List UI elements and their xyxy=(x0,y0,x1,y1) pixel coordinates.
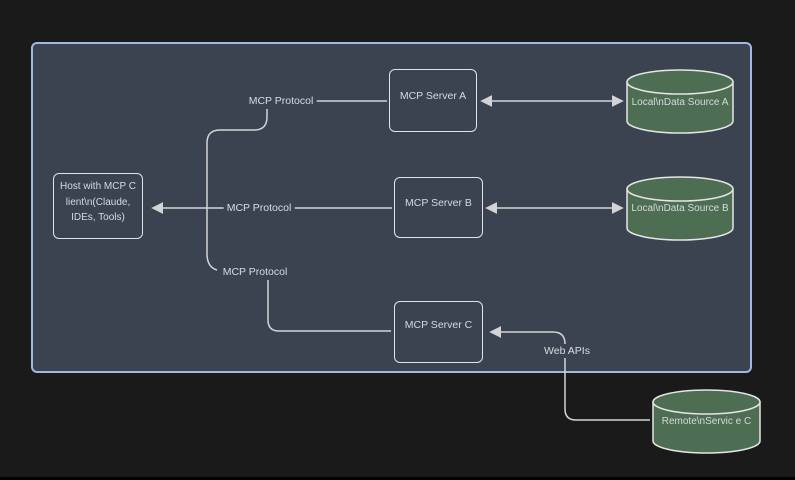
local-data-source-b-label-line2: Source B xyxy=(687,203,729,214)
edge-trunk xyxy=(206,109,268,271)
bottom-letterbox-bar xyxy=(0,477,795,480)
edge-label-mcp-protocol-a: MCP Protocol xyxy=(245,94,317,108)
remote-service-c-label-line1: Remote\nServic xyxy=(661,416,733,427)
mcp-server-b-label: MCP Server B xyxy=(405,197,472,209)
mcp-server-a-node: MCP Server A xyxy=(389,69,477,132)
remote-service-c-label-line2: e C xyxy=(735,416,752,427)
host-node-label-line2: lient\n(Claude, xyxy=(65,196,131,208)
host-node-label-line3: IDEs, Tools) xyxy=(71,212,125,223)
database-cylinder-icon-b xyxy=(626,176,734,241)
database-cylinder-icon-remote xyxy=(652,389,761,454)
local-data-source-b-label-line1: Local\nData xyxy=(631,203,685,214)
local-data-source-b-node: Local\nData Source B xyxy=(627,201,733,216)
remote-service-c-node: Remote\nServic e C xyxy=(653,414,760,429)
database-cylinder-icon-a xyxy=(626,69,734,134)
edge-label-mcp-protocol-c: MCP Protocol xyxy=(219,265,291,279)
host-node: Host with MCP C lient\n(Claude, IDEs, To… xyxy=(53,173,143,239)
edge-label-web-apis: Web APIs xyxy=(541,344,593,358)
mcp-server-c-node: MCP Server C xyxy=(394,301,483,363)
local-data-source-a-label-line1: Local\nData xyxy=(631,97,685,108)
edge-protocol-c-to-server-c xyxy=(267,280,391,332)
host-node-label-line1: Host with MCP C xyxy=(60,181,136,192)
mcp-server-a-label: MCP Server A xyxy=(399,90,467,102)
edge-label-mcp-protocol-b: MCP Protocol xyxy=(223,201,295,215)
local-data-source-a-node: Local\nData Source A xyxy=(627,95,733,110)
local-data-source-a-label-line2: Source A xyxy=(687,97,729,108)
mcp-server-b-node: MCP Server B xyxy=(394,177,483,238)
mcp-server-c-label: MCP Server C xyxy=(404,319,473,331)
edge-remote-c-to-server-c xyxy=(489,326,650,421)
